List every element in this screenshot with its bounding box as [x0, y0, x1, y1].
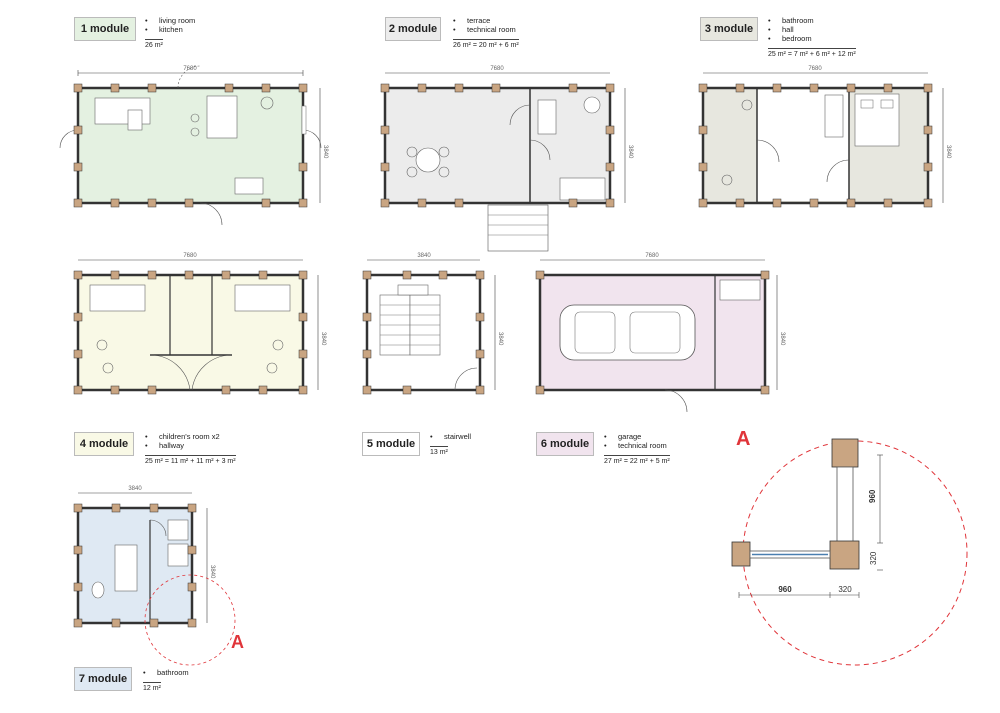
detail-dim-320-vertical: 320	[869, 551, 878, 565]
module-5-title: 5 module	[362, 432, 420, 456]
detail-dim-320-horizontal: 320	[838, 585, 852, 594]
module-3-plan: 7680 3840	[698, 66, 951, 208]
module-5-item: stairwell	[430, 432, 471, 441]
module-2-dim-depth: 3840	[627, 145, 633, 159]
module-5-plan: 3840 3840	[362, 253, 503, 395]
module-6-title: 6 module	[536, 432, 594, 456]
module-4-plan: 7680 3840	[73, 253, 326, 395]
module-7-area: 12 m²	[143, 682, 161, 692]
module-5-area: 13 m²	[430, 446, 448, 456]
module-7-title: 7 module	[74, 667, 132, 691]
module-4-dim-depth: 3840	[320, 332, 326, 346]
module-2-item: technical room	[453, 25, 516, 34]
module-1-dim-width: 7680	[183, 66, 197, 72]
module-1-plan: 7680 3840	[59, 65, 328, 226]
module-3-items: bathroom hall bedroom	[768, 16, 814, 43]
module-2-item: terrace	[453, 16, 516, 25]
module-1-dim-depth: 3840	[322, 145, 328, 159]
module-6-items: garage technical room	[604, 432, 667, 450]
module-4-title: 4 module	[74, 432, 134, 456]
module-3-item: hall	[768, 25, 814, 34]
detail-dim-960-vertical: 960	[868, 489, 877, 503]
module-5-dim-depth: 3840	[497, 332, 503, 346]
module-4-item: hallway	[145, 441, 220, 450]
module-1-item: kitchen	[145, 25, 195, 34]
module-7-plan: 3840 3840	[73, 486, 236, 666]
module-5-items: stairwell	[430, 432, 471, 441]
module-6-item: technical room	[604, 441, 667, 450]
module-4-items: children's room x2 hallway	[145, 432, 220, 450]
module-7-items: bathroom	[143, 668, 189, 677]
module-1-area: 26 m²	[145, 39, 163, 49]
module-1-items: living room kitchen	[145, 16, 195, 34]
module-7-dim-depth: 3840	[209, 565, 215, 579]
module-4-area: 25 m² = 11 m² + 11 m² + 3 m²	[145, 455, 236, 465]
module-2-items: terrace technical room	[453, 16, 516, 34]
module-1-item: living room	[145, 16, 195, 25]
module-6-dim-depth: 3840	[779, 332, 785, 346]
module-2-plan: 7680 3840	[380, 66, 633, 252]
module-3-item: bedroom	[768, 34, 814, 43]
module-3-title: 3 module	[700, 17, 758, 41]
detail-callout-label: A	[736, 428, 751, 450]
module-4-dim-width: 7680	[183, 253, 197, 259]
module-2-title: 2 module	[385, 17, 441, 41]
module-4-item: children's room x2	[145, 432, 220, 441]
detail-callout-label-small: A	[231, 632, 244, 652]
detail-dim-960-horizontal: 960	[778, 585, 792, 594]
detail-a-drawing: 960 320 960 320	[731, 438, 968, 666]
module-5-dim-width: 3840	[417, 253, 431, 259]
module-3-area: 25 m² = 7 m² + 6 m² + 12 m²	[768, 48, 856, 58]
module-6-plan: 7680 3840	[535, 253, 785, 413]
module-7-item: bathroom	[143, 668, 189, 677]
module-3-dim-width: 7680	[808, 66, 822, 72]
module-6-dim-width: 7680	[645, 253, 659, 259]
module-3-item: bathroom	[768, 16, 814, 25]
module-2-dim-width: 7680	[490, 66, 504, 72]
module-6-area: 27 m² = 22 m² + 5 m²	[604, 455, 670, 465]
module-7-dim-width: 3840	[128, 486, 142, 492]
module-2-area: 26 m² = 20 m² + 6 m²	[453, 39, 519, 49]
module-3-dim-depth: 3840	[945, 145, 951, 159]
module-1-title: 1 module	[74, 17, 136, 41]
module-6-item: garage	[604, 432, 667, 441]
